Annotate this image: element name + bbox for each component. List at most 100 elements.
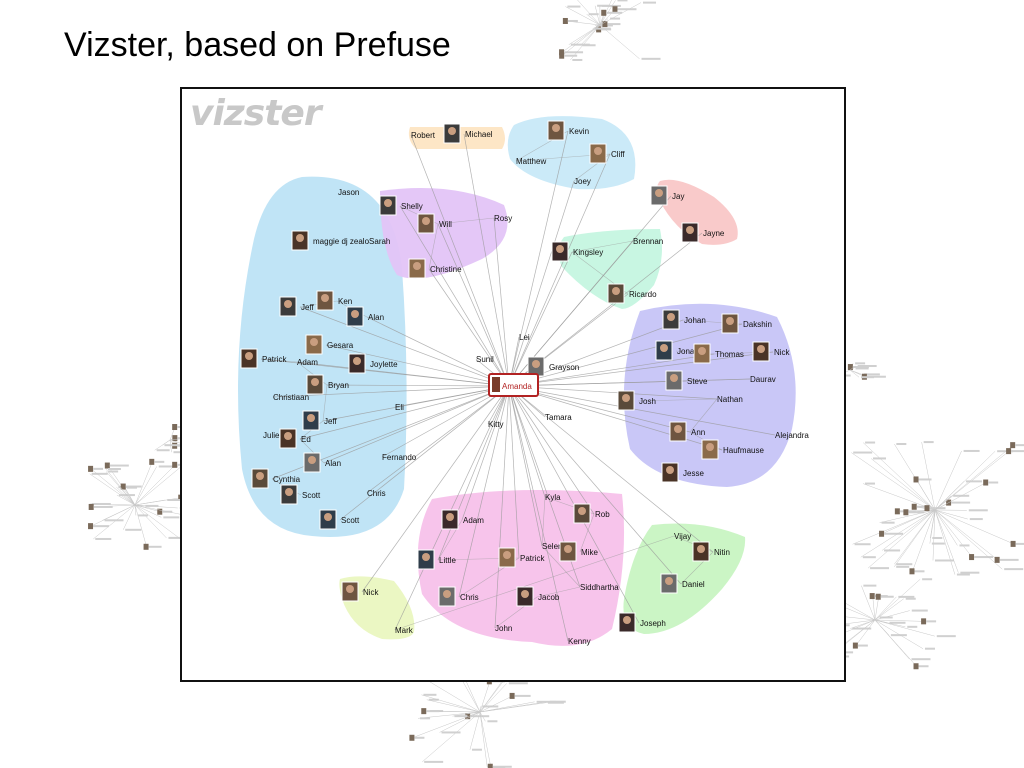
graph-node[interactable]: Cliff: [589, 143, 625, 164]
graph-node[interactable]: Alan: [303, 452, 341, 473]
graph-edge: [394, 385, 510, 631]
graph-node[interactable]: Selena: [542, 542, 567, 551]
graph-node[interactable]: Bryan: [306, 374, 349, 395]
graph-node[interactable]: Shelly: [379, 195, 423, 216]
graph-node[interactable]: Alan: [346, 306, 384, 327]
graph-node[interactable]: Ann: [669, 421, 705, 442]
bg-edge: [881, 509, 936, 534]
graph-node[interactable]: Jesse: [661, 462, 704, 483]
bg-edge: [934, 444, 1014, 511]
graph-node[interactable]: Josh: [617, 390, 656, 411]
graph-node[interactable]: Adam: [297, 358, 318, 367]
graph-node[interactable]: Ricardo: [607, 283, 657, 304]
graph-node[interactable]: Sunil: [476, 355, 494, 364]
graph-edge: [493, 217, 510, 387]
graph-node[interactable]: Jacob: [516, 586, 560, 607]
graph-node[interactable]: Matthew: [516, 157, 546, 166]
bg-edge: [134, 504, 147, 547]
graph-node[interactable]: Vijay: [674, 532, 691, 541]
graph-node[interactable]: Siddhartha: [580, 583, 619, 592]
graph-node[interactable]: Joey: [574, 177, 591, 186]
graph-node[interactable]: Joylette: [348, 353, 398, 374]
bg-edge: [134, 499, 166, 506]
graph-node[interactable]: Nick: [752, 341, 791, 362]
graph-node[interactable]: Christine: [408, 258, 462, 279]
node-label: Rosy: [494, 214, 512, 223]
graph-node[interactable]: Steve: [665, 370, 708, 391]
bg-node-label: [164, 444, 184, 447]
bg-node-label: [905, 597, 916, 600]
graph-node[interactable]: Lei: [519, 333, 530, 342]
node-label: Nitin: [714, 548, 730, 557]
graph-node[interactable]: Will: [417, 213, 452, 234]
graph-node[interactable]: Joseph: [618, 612, 666, 633]
graph-node[interactable]: Scott: [319, 509, 360, 530]
graph-node[interactable]: Johan: [662, 309, 706, 330]
graph-edge: [536, 586, 581, 598]
graph-node[interactable]: Kevin: [547, 120, 589, 141]
graph-node[interactable]: Jonathan: [655, 340, 710, 361]
graph-node[interactable]: Brennan: [633, 237, 663, 246]
graph-node[interactable]: Mark: [395, 626, 414, 635]
graph-node[interactable]: Rob: [573, 503, 610, 524]
graph-node[interactable]: Michael: [443, 123, 493, 144]
graph-node[interactable]: Nick: [341, 581, 380, 602]
graph-node[interactable]: Jayne: [681, 222, 725, 243]
graph-node[interactable]: Rosy: [494, 214, 512, 223]
graph-node[interactable]: Ken: [316, 290, 352, 311]
graph-edge: [458, 385, 510, 598]
bg-edge: [134, 466, 157, 506]
node-photo-face: [310, 338, 318, 346]
bg-node-label: [889, 621, 906, 624]
graph-edge: [508, 385, 714, 553]
graph-node[interactable]: John: [495, 624, 512, 633]
graph-node[interactable]: Eli: [395, 403, 404, 412]
graph-node[interactable]: Scott: [280, 484, 321, 505]
graph-node[interactable]: Chris: [438, 586, 479, 607]
graph-node[interactable]: Jeff: [279, 296, 315, 317]
graph-node[interactable]: Jeff: [302, 410, 338, 431]
graph-node[interactable]: maggie dj zealoSarah: [291, 230, 390, 251]
graph-node[interactable]: Adam: [441, 509, 484, 530]
bg-edge: [881, 509, 936, 551]
graph-node[interactable]: Daurav: [750, 375, 776, 384]
graph-node[interactable]: Chris: [367, 489, 386, 498]
bg-edge: [412, 711, 481, 739]
graph-node[interactable]: Kitty: [488, 420, 504, 429]
graph-node[interactable]: Dakshin: [721, 313, 772, 334]
graph-node[interactable]: Alejandra: [775, 431, 809, 440]
node-label: Cynthia: [273, 475, 301, 484]
bg-node-label: [963, 449, 980, 452]
graph-node[interactable]: Nathan: [717, 395, 743, 404]
graph-node[interactable]: Mike: [559, 541, 598, 562]
bg-edge: [418, 711, 481, 719]
bg-edge: [422, 711, 481, 763]
graph-node[interactable]: Julie: [263, 431, 280, 440]
graph-node[interactable]: Kyla: [545, 493, 561, 502]
graph-node[interactable]: Patrick: [498, 547, 545, 568]
graph-node[interactable]: Gesara: [305, 334, 354, 355]
graph-node[interactable]: Haufmause: [701, 439, 764, 460]
graph-node[interactable]: Kenny: [568, 637, 591, 646]
graph-node[interactable]: Nitin: [692, 541, 730, 562]
graph-node[interactable]: Patrick: [240, 348, 287, 369]
bg-node-label: [969, 518, 983, 521]
graph-node[interactable]: Ed: [279, 428, 311, 449]
graph-node[interactable]: Cynthia: [251, 468, 301, 489]
bg-edge: [134, 504, 162, 518]
graph-node[interactable]: Robert: [411, 131, 436, 140]
graph-edge: [325, 344, 510, 387]
graph-node[interactable]: Jason: [338, 188, 359, 197]
graph-node[interactable]: Fernando: [382, 453, 417, 462]
graph-node[interactable]: Christiaan: [273, 393, 309, 402]
node-photo-face: [284, 300, 292, 308]
graph-node[interactable]: Kingsley: [551, 241, 603, 262]
bg-node: [894, 508, 900, 515]
graph-node[interactable]: Jay: [650, 185, 684, 206]
node-label: Gesara: [327, 341, 354, 350]
graph-node[interactable]: Tamara: [545, 413, 572, 422]
graph-node[interactable]: Thomas: [693, 343, 744, 364]
center-node[interactable]: Amanda: [488, 373, 539, 397]
graph-node[interactable]: Little: [417, 549, 456, 570]
graph-node[interactable]: Daniel: [660, 573, 705, 594]
